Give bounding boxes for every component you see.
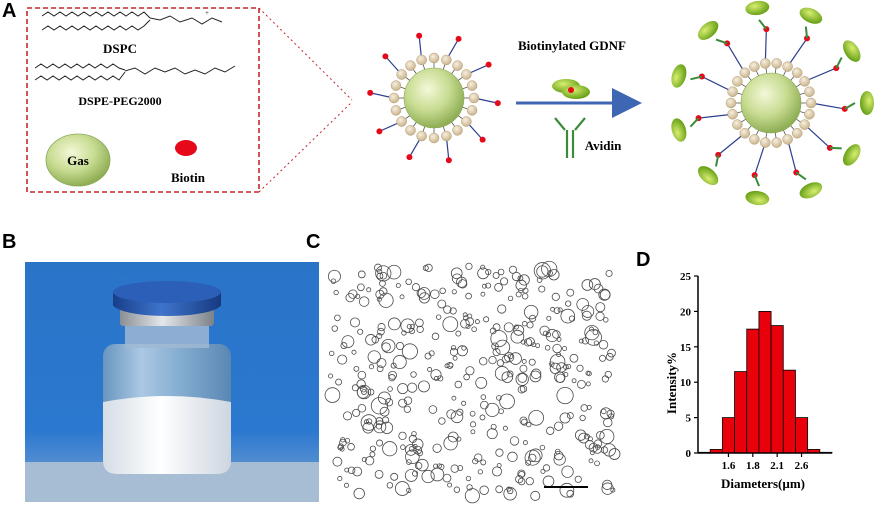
x-tick-label: 1.8 [746,460,760,472]
dspc-label: DSPC [103,41,137,56]
gdnf-protein-icon [842,144,861,166]
histogram-bar [758,311,772,454]
gdnf-label: Biotinylated GDNF [518,38,626,53]
gdnf-protein-icon [799,7,823,24]
size-distribution-chart: 0 5 10 15 20 25 1.6 1.8 2.1 2.6 Intensity% Diamet… [664,271,833,491]
targeted-microbubble [671,0,874,206]
gdnf-protein-icon [842,40,861,62]
gdnf-protein-icon [671,64,687,88]
biotin-icon [494,100,501,107]
components-box [26,7,260,193]
histogram-bar [770,325,784,454]
biotin-icon [479,136,486,143]
panel-label-c: C [306,231,321,253]
x-tick-label: 2.6 [795,460,809,472]
microbubble [367,32,501,164]
gdnf-protein-icon [745,0,770,16]
panel-a-figure: + DSPC DSPE-PEG2000 Gas Biotin B [26,0,874,206]
zoom-line-bottom [258,101,353,193]
x-tick-label: 1.6 [722,460,736,472]
biotin-icon [485,61,492,68]
gas-label: Gas [67,153,89,168]
histogram-bar [746,328,760,454]
x-tick-label: 2.1 [770,460,784,472]
avidin-icon [554,117,586,158]
x-axis-label: Diameters(µm) [721,476,805,491]
y-tick-label: 25 [680,271,692,283]
y-tick-label: 5 [686,413,692,425]
dspe-peg-molecule [34,63,236,81]
microscopy-image [324,260,621,504]
avidin-label: Avidin [585,138,622,153]
panel-label-a: A [2,0,17,22]
biotin-label: Biotin [171,170,206,185]
dspc-molecule [41,11,223,31]
gas-sphere [45,133,111,187]
panel-label-b: B [2,231,17,253]
biotin-icon [455,35,462,42]
gdnf-protein-icon [745,190,770,206]
gas-core [740,72,802,134]
gdnf-protein-icon [860,91,874,115]
gdnf-protein-icon [697,20,719,40]
dspe-label: DSPE-PEG2000 [78,94,161,108]
gdnf-protein-icon [799,182,823,199]
vial-photo [25,262,319,502]
biotin-icon [406,154,413,161]
y-tick-label: 0 [686,448,692,460]
panel-label-d: D [636,249,651,271]
biotin-icon [367,89,374,96]
biotin-icon [376,128,383,135]
svg-text:+: + [205,9,209,17]
biotin-icon [382,53,389,60]
gdnf-protein-icon [671,118,687,142]
y-axis-label: Intensity% [664,352,679,414]
y-tick-label: 10 [680,377,692,389]
gas-core [403,67,465,129]
histogram-bar [795,417,809,454]
biotin-icon [416,32,423,39]
histogram-bar [721,417,735,454]
biotin-icon [175,140,197,156]
y-tick-label: 15 [680,342,692,354]
histogram-bar [734,371,748,454]
histogram-bar [782,369,796,454]
zoom-line-top [258,7,353,101]
gdnf-protein-icon [552,79,590,99]
gdnf-protein-icon [697,166,719,186]
y-tick-label: 20 [680,306,692,318]
biotin-icon [445,157,452,164]
